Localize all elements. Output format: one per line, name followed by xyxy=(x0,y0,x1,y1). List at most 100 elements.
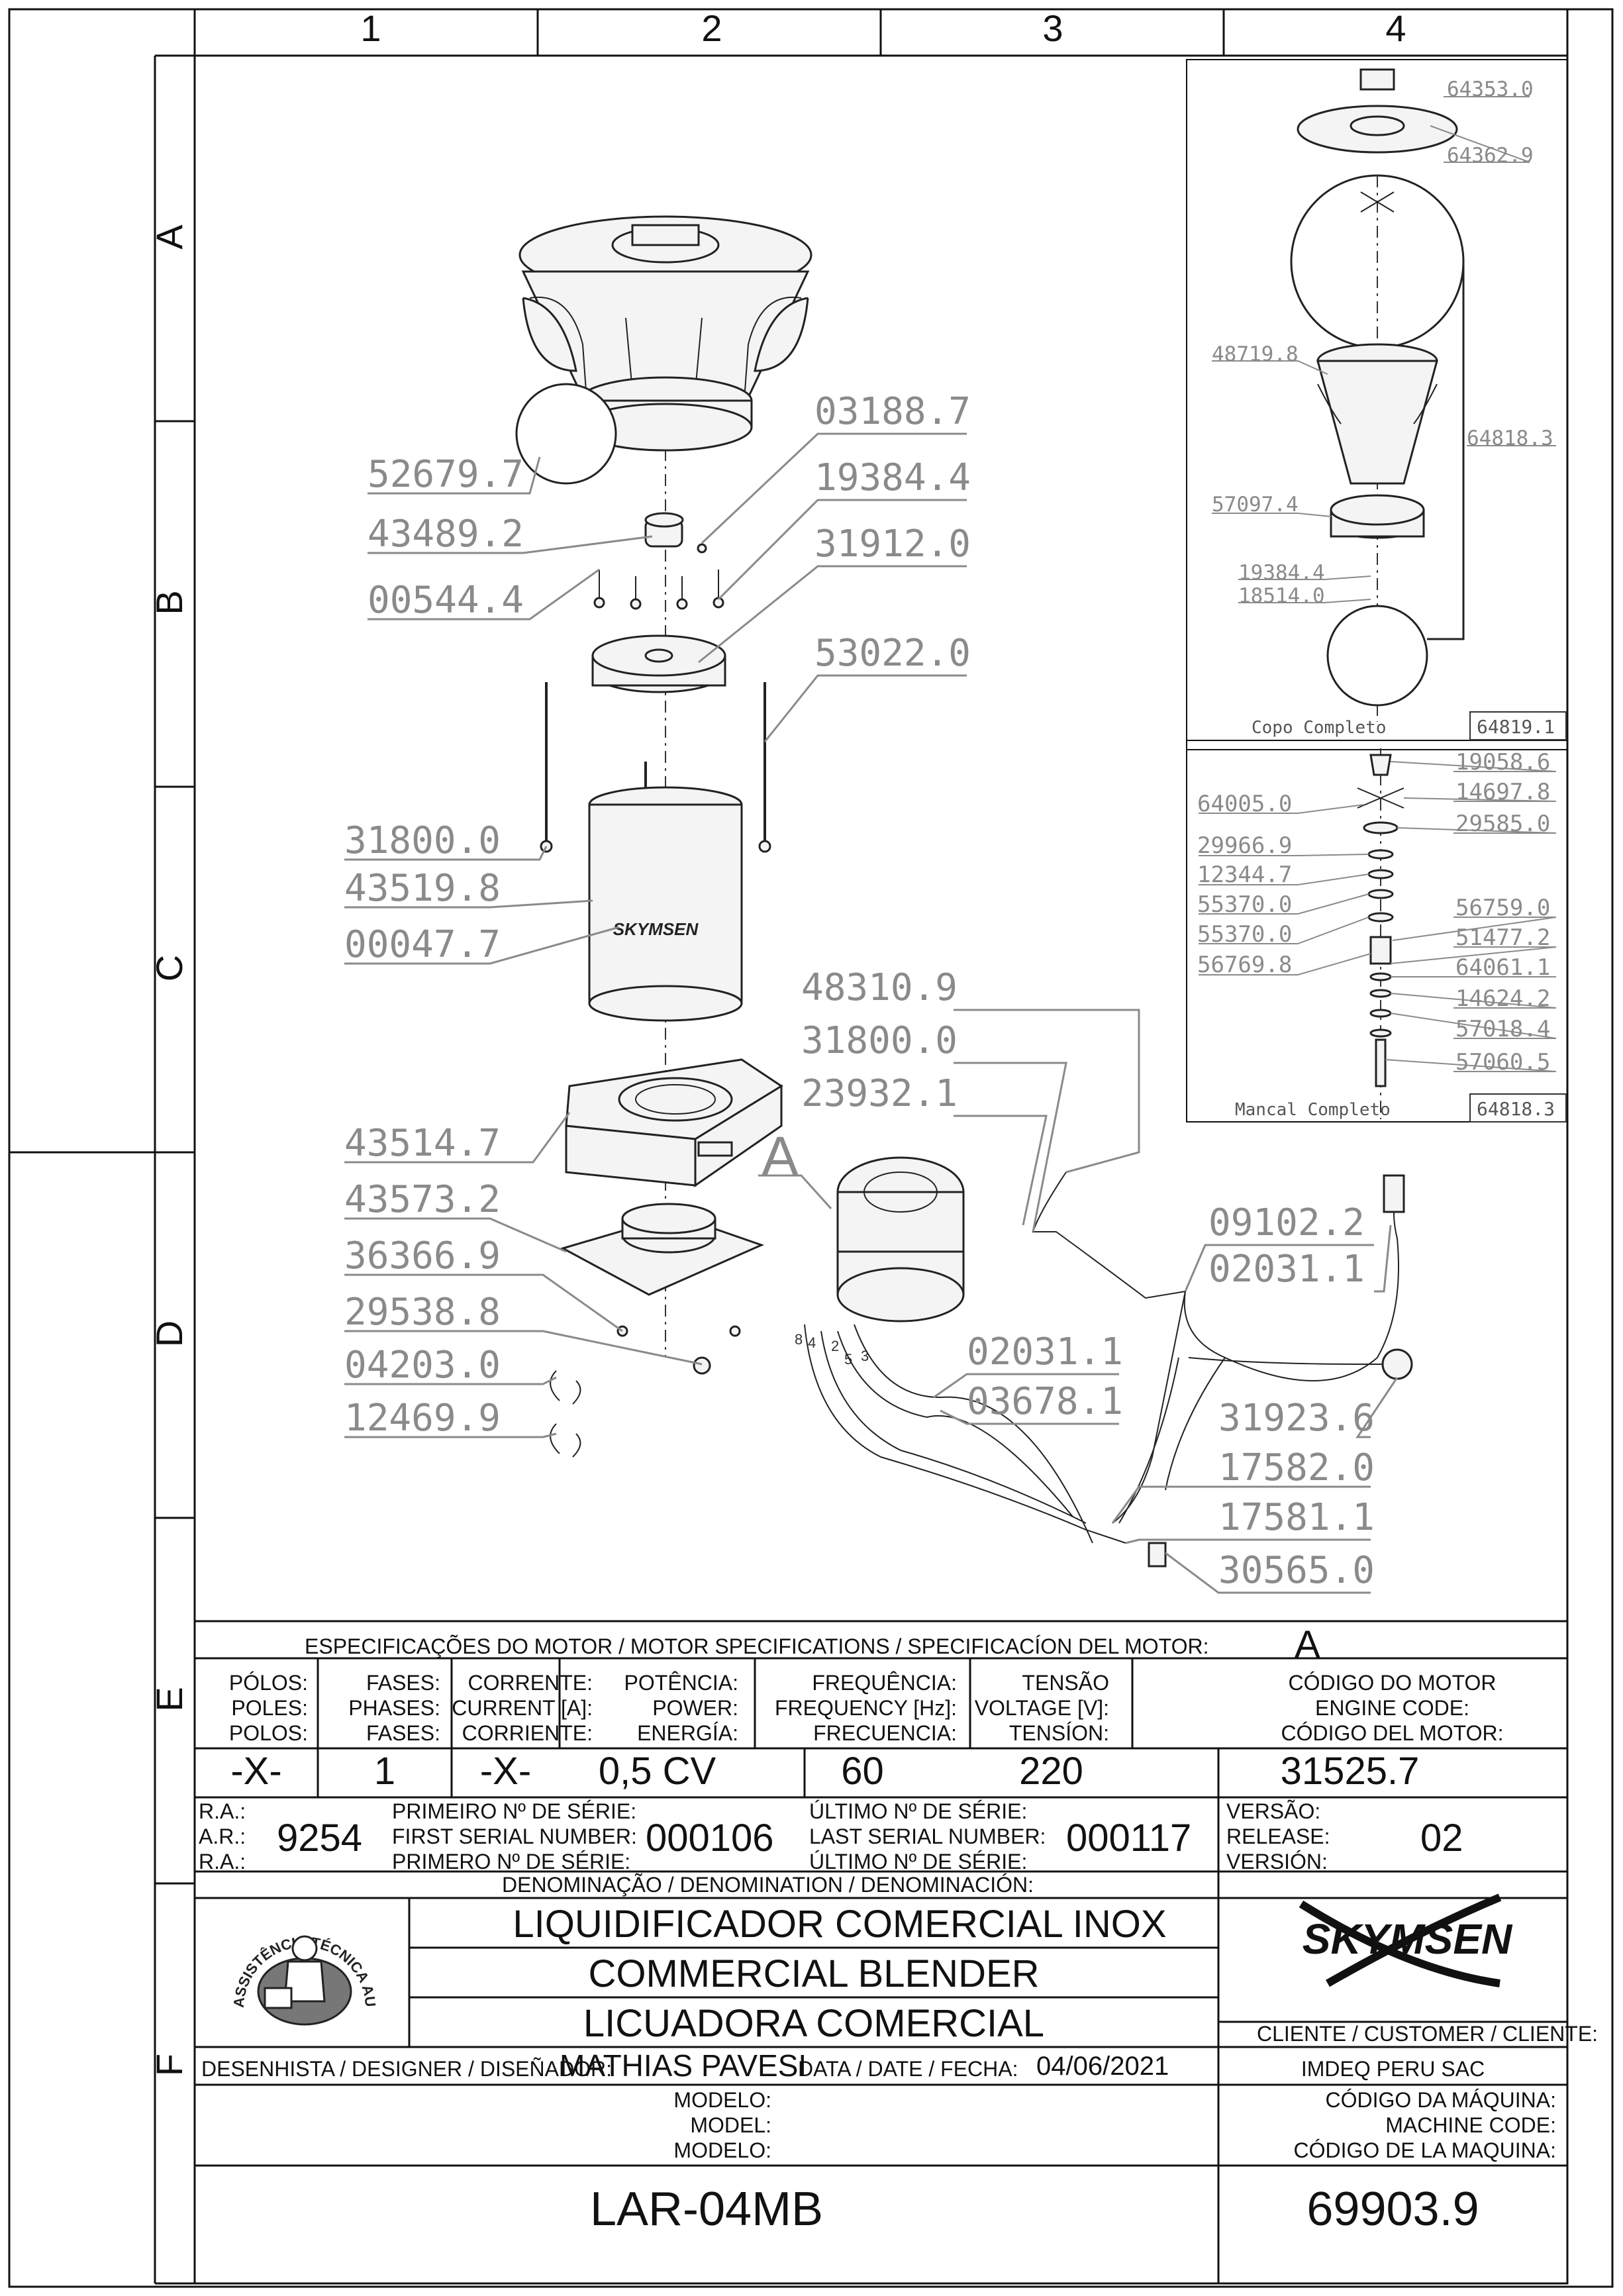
denomination-en: COMMERCIAL BLENDER xyxy=(588,1952,1040,1995)
clip-2 xyxy=(550,1423,581,1458)
callout-02031-1-b: 02031.1 xyxy=(967,1330,1123,1373)
callout-labels: 52679.7 43489.2 00544.4 03188.7 19384.4 … xyxy=(344,390,1375,1592)
customer-label: CLIENTE / CUSTOMER / CLIENTE: xyxy=(1257,2022,1598,2046)
callout-43514-7: 43514.7 xyxy=(344,1122,501,1165)
callout-43573-2: 43573.2 xyxy=(344,1178,501,1221)
wire-number-1: 8 xyxy=(795,1331,803,1348)
callout-43519-8: 43519.8 xyxy=(344,867,501,910)
callout-12469-9: 12469.9 xyxy=(344,1397,501,1440)
frequency-value: 60 xyxy=(841,1750,884,1793)
jar-callout-18514-0: 18514.0 xyxy=(1238,584,1325,608)
release-value: 02 xyxy=(1420,1817,1463,1860)
bearing-callout-51477-2: 51477.2 xyxy=(1455,924,1550,951)
detail-panel-frame xyxy=(1186,59,1568,1123)
wire-number-4: 5 xyxy=(844,1351,852,1368)
denomination-pt: LIQUIDIFICADOR COMERCIAL INOX xyxy=(513,1903,1167,1946)
release-label: VERSÃO: RELEASE: VERSIÓN: xyxy=(1226,1799,1330,1873)
callout-31912-0: 31912.0 xyxy=(814,523,971,566)
jar-panel-code: 64819.1 xyxy=(1477,716,1555,738)
phases-value: 1 xyxy=(373,1750,396,1793)
callout-04203-0: 04203.0 xyxy=(344,1344,501,1387)
authorized-service-seal: ASSISTÊNCIA TÉCNICA AUTORIZADA xyxy=(225,1902,379,2026)
jar-callout-64353-0: 64353.0 xyxy=(1447,77,1534,101)
jar-callout-48719-8: 48719.8 xyxy=(1212,342,1299,366)
bearing-callout-56759-0: 56759.0 xyxy=(1455,895,1550,921)
callout-30565-0: 30565.0 xyxy=(1218,1549,1375,1592)
poles-value: -X- xyxy=(230,1750,282,1793)
callout-43489-2: 43489.2 xyxy=(368,513,524,556)
callout-03678-1: 03678.1 xyxy=(967,1380,1123,1423)
bearing-callout-29966-9: 29966.9 xyxy=(1197,832,1292,859)
bearing-callout-56769-8: 56769.8 xyxy=(1197,952,1292,978)
base-housing-illustration xyxy=(565,1058,783,1187)
motor-spec-letter: A xyxy=(1295,1623,1320,1666)
row-label-e: E xyxy=(148,1687,190,1711)
title-block-grid xyxy=(195,1620,1567,2283)
callout-31800-0-b: 31800.0 xyxy=(801,1019,958,1062)
jar-detail-drawing xyxy=(1290,68,1465,722)
row-label-b: B xyxy=(148,590,190,615)
motor-reference-letter: A xyxy=(762,1125,799,1187)
callout-17581-1: 17581.1 xyxy=(1218,1496,1375,1539)
bearing-callout-14697-8: 14697.8 xyxy=(1455,779,1550,805)
callout-23932-1: 23932.1 xyxy=(801,1072,958,1115)
bearing-callout-55370-0-a: 55370.0 xyxy=(1197,891,1292,918)
column-label-4: 4 xyxy=(1385,7,1406,49)
brand-logo: SKYMSEN xyxy=(1299,1893,1513,1987)
column-label-2: 2 xyxy=(701,7,722,49)
model-label: MODELO: MODEL: MODELO: xyxy=(673,2088,771,2162)
poles-label: PÓLOS: POLES: POLOS: xyxy=(228,1671,308,1745)
bearing-callout-12344-7: 12344.7 xyxy=(1197,862,1292,888)
jar-callout-19384-4: 19384.4 xyxy=(1238,561,1325,585)
column-label-1: 1 xyxy=(360,7,381,49)
last-serial-value: 000117 xyxy=(1066,1817,1192,1860)
bearing-plate-illustration xyxy=(591,634,726,693)
jar-detail-labels: 64353.0 64362.9 48719.8 64818.3 57097.4 … xyxy=(1212,77,1567,740)
jar-detail-leaders xyxy=(1212,96,1556,603)
wire-number-3: 2 xyxy=(831,1338,839,1354)
brand-logo-text: SKYMSEN xyxy=(1303,1915,1513,1963)
frequency-label: FREQUÊNCIA: FREQUENCY [Hz]: FRECUENCIA: xyxy=(775,1671,957,1745)
callout-53022-0: 53022.0 xyxy=(814,632,971,675)
jar-callout-64818-3: 64818.3 xyxy=(1467,426,1553,450)
motor-spec-header: ESPECIFICAÇÕES DO MOTOR / MOTOR SPECIFIC… xyxy=(305,1634,1209,1658)
outer-frame xyxy=(8,8,1614,2288)
phases-label: FASES: PHASES: FASES: xyxy=(348,1671,440,1745)
bearing-panel-title: Mancal Completo xyxy=(1235,1100,1391,1120)
last-serial-label: ÚLTIMO Nº DE SÉRIE: LAST SERIAL NUMBER: … xyxy=(809,1799,1046,1873)
first-serial-label: PRIMEIRO Nº DE SÉRIE: FIRST SERIAL NUMBE… xyxy=(392,1799,637,1873)
ra-label: R.A.: A.R.: R.A.: xyxy=(199,1799,246,1873)
row-label-d: D xyxy=(148,1321,190,1347)
jar-callout-57097-4: 57097.4 xyxy=(1212,493,1299,517)
bearing-detail-leaders xyxy=(1199,761,1557,1072)
current-label: CORRENTE: CURRENT [A]: CORRIENTE: xyxy=(452,1671,593,1745)
designer-name: MATHIAS PAVESI xyxy=(560,2048,807,2083)
power-value: 0,5 CV xyxy=(598,1750,716,1793)
bottom-plate-illustration xyxy=(560,1203,765,1375)
machine-code-value: 69903.9 xyxy=(1306,2183,1479,2236)
leader-lines xyxy=(344,432,1399,1594)
main-exploded-view: SKYMSEN xyxy=(515,215,1413,1568)
callout-00544-4: 00544.4 xyxy=(368,579,524,622)
screws xyxy=(593,570,724,610)
bearing-callout-64061-1: 64061.1 xyxy=(1455,954,1550,981)
callout-09102-2: 09102.2 xyxy=(1208,1201,1365,1244)
engine-code-label: CÓDIGO DO MOTOR ENGINE CODE: CÓDIGO DEL … xyxy=(1281,1671,1504,1745)
bearing-callout-57018-4: 57018.4 xyxy=(1455,1016,1550,1042)
model-value: LAR-04MB xyxy=(589,2183,824,2236)
first-serial-value: 000106 xyxy=(646,1817,774,1860)
body-brand: SKYMSEN xyxy=(613,919,699,939)
bearing-panel-code: 64818.3 xyxy=(1477,1098,1555,1120)
bearing-callout-19058-6: 19058.6 xyxy=(1455,749,1550,775)
jar-panel-title: Copo Completo xyxy=(1252,718,1387,738)
bearing-callout-55370-0-b: 55370.0 xyxy=(1197,921,1292,948)
jar-illustration xyxy=(518,215,812,452)
row-label-a: A xyxy=(148,225,190,250)
clip-1 xyxy=(550,1370,581,1405)
wiring-harness xyxy=(804,1172,1413,1568)
bearing-detail-drawing xyxy=(1357,748,1404,1119)
callout-03188-7: 03188.7 xyxy=(814,390,971,433)
callout-02031-1-a: 02031.1 xyxy=(1208,1248,1365,1291)
callout-48310-9: 48310.9 xyxy=(801,966,958,1009)
wire-number-2: 4 xyxy=(808,1334,816,1351)
